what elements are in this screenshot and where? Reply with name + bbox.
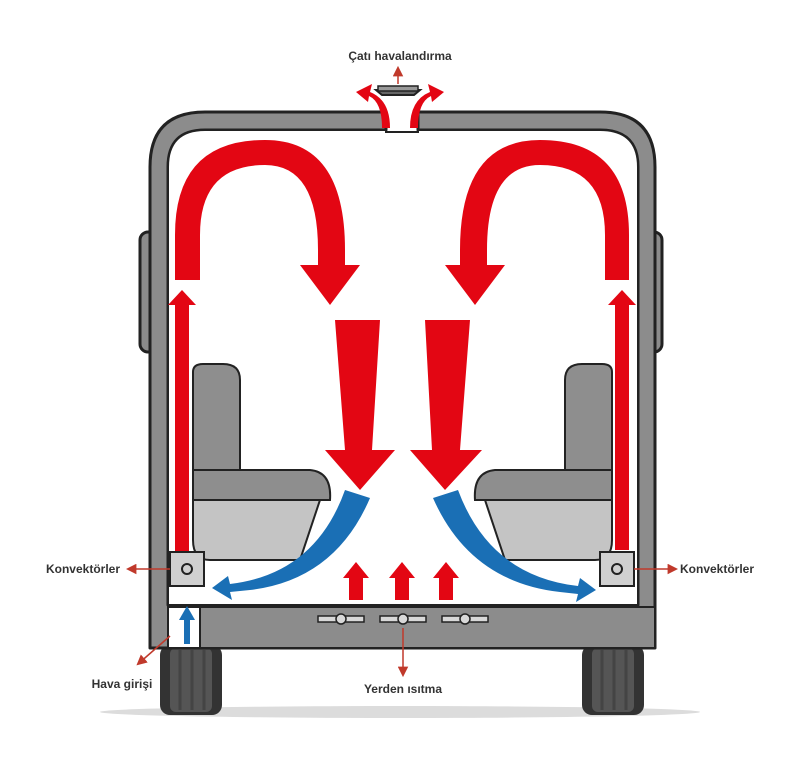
floor-vent-1	[317, 613, 365, 625]
warm-air-left-down	[325, 320, 395, 490]
floor-panel	[199, 606, 656, 649]
warm-air-flow	[168, 84, 636, 600]
right-seat	[473, 363, 613, 561]
convector-icon	[181, 563, 193, 575]
cool-air-right-sweep	[433, 490, 596, 602]
convector-right	[599, 551, 635, 587]
right-wheel	[582, 645, 644, 715]
warm-air-left-rise-head	[168, 290, 196, 305]
ground-shadow	[100, 706, 700, 718]
label-pointers	[125, 65, 679, 678]
air-inlet-arrow	[184, 618, 190, 644]
floor-heat-arrow-3	[433, 562, 459, 600]
air-inlet-arrow-head	[179, 606, 195, 620]
floor-heat-arrow-2	[389, 562, 415, 600]
left-wheel	[160, 645, 222, 715]
warm-air-right-loop	[445, 140, 629, 305]
floor-vent-3	[441, 613, 489, 625]
warm-air-left-loop	[175, 140, 360, 305]
cool-air-left-sweep	[212, 490, 370, 600]
floor-vents	[317, 613, 489, 625]
convectors-left-label: Konvektörler	[46, 562, 120, 576]
floor-heat-arrow-1	[343, 562, 369, 600]
roof-vent-outflow-right	[410, 84, 444, 128]
roof-vent-label: Çatı havalandırma	[348, 49, 452, 63]
cool-air-flow	[179, 490, 596, 644]
left-seat	[192, 363, 332, 561]
convectors-right-label: Konvektörler	[680, 562, 754, 576]
convector-left	[169, 551, 205, 587]
roof-vent-outflow-left	[356, 84, 390, 128]
warm-air-left-rise	[175, 305, 189, 560]
warm-air-right-rise-head	[608, 290, 636, 305]
air-inlet-label: Hava girişi	[92, 677, 153, 691]
warm-air-right-down	[410, 320, 482, 490]
warm-air-right-rise	[615, 305, 629, 550]
floor-heating-label: Yerden ısıtma	[364, 682, 442, 696]
floor-vent-2	[379, 613, 427, 625]
convector-icon	[611, 563, 623, 575]
air-inlet-pointer	[136, 635, 171, 666]
roof-vent	[373, 85, 423, 96]
